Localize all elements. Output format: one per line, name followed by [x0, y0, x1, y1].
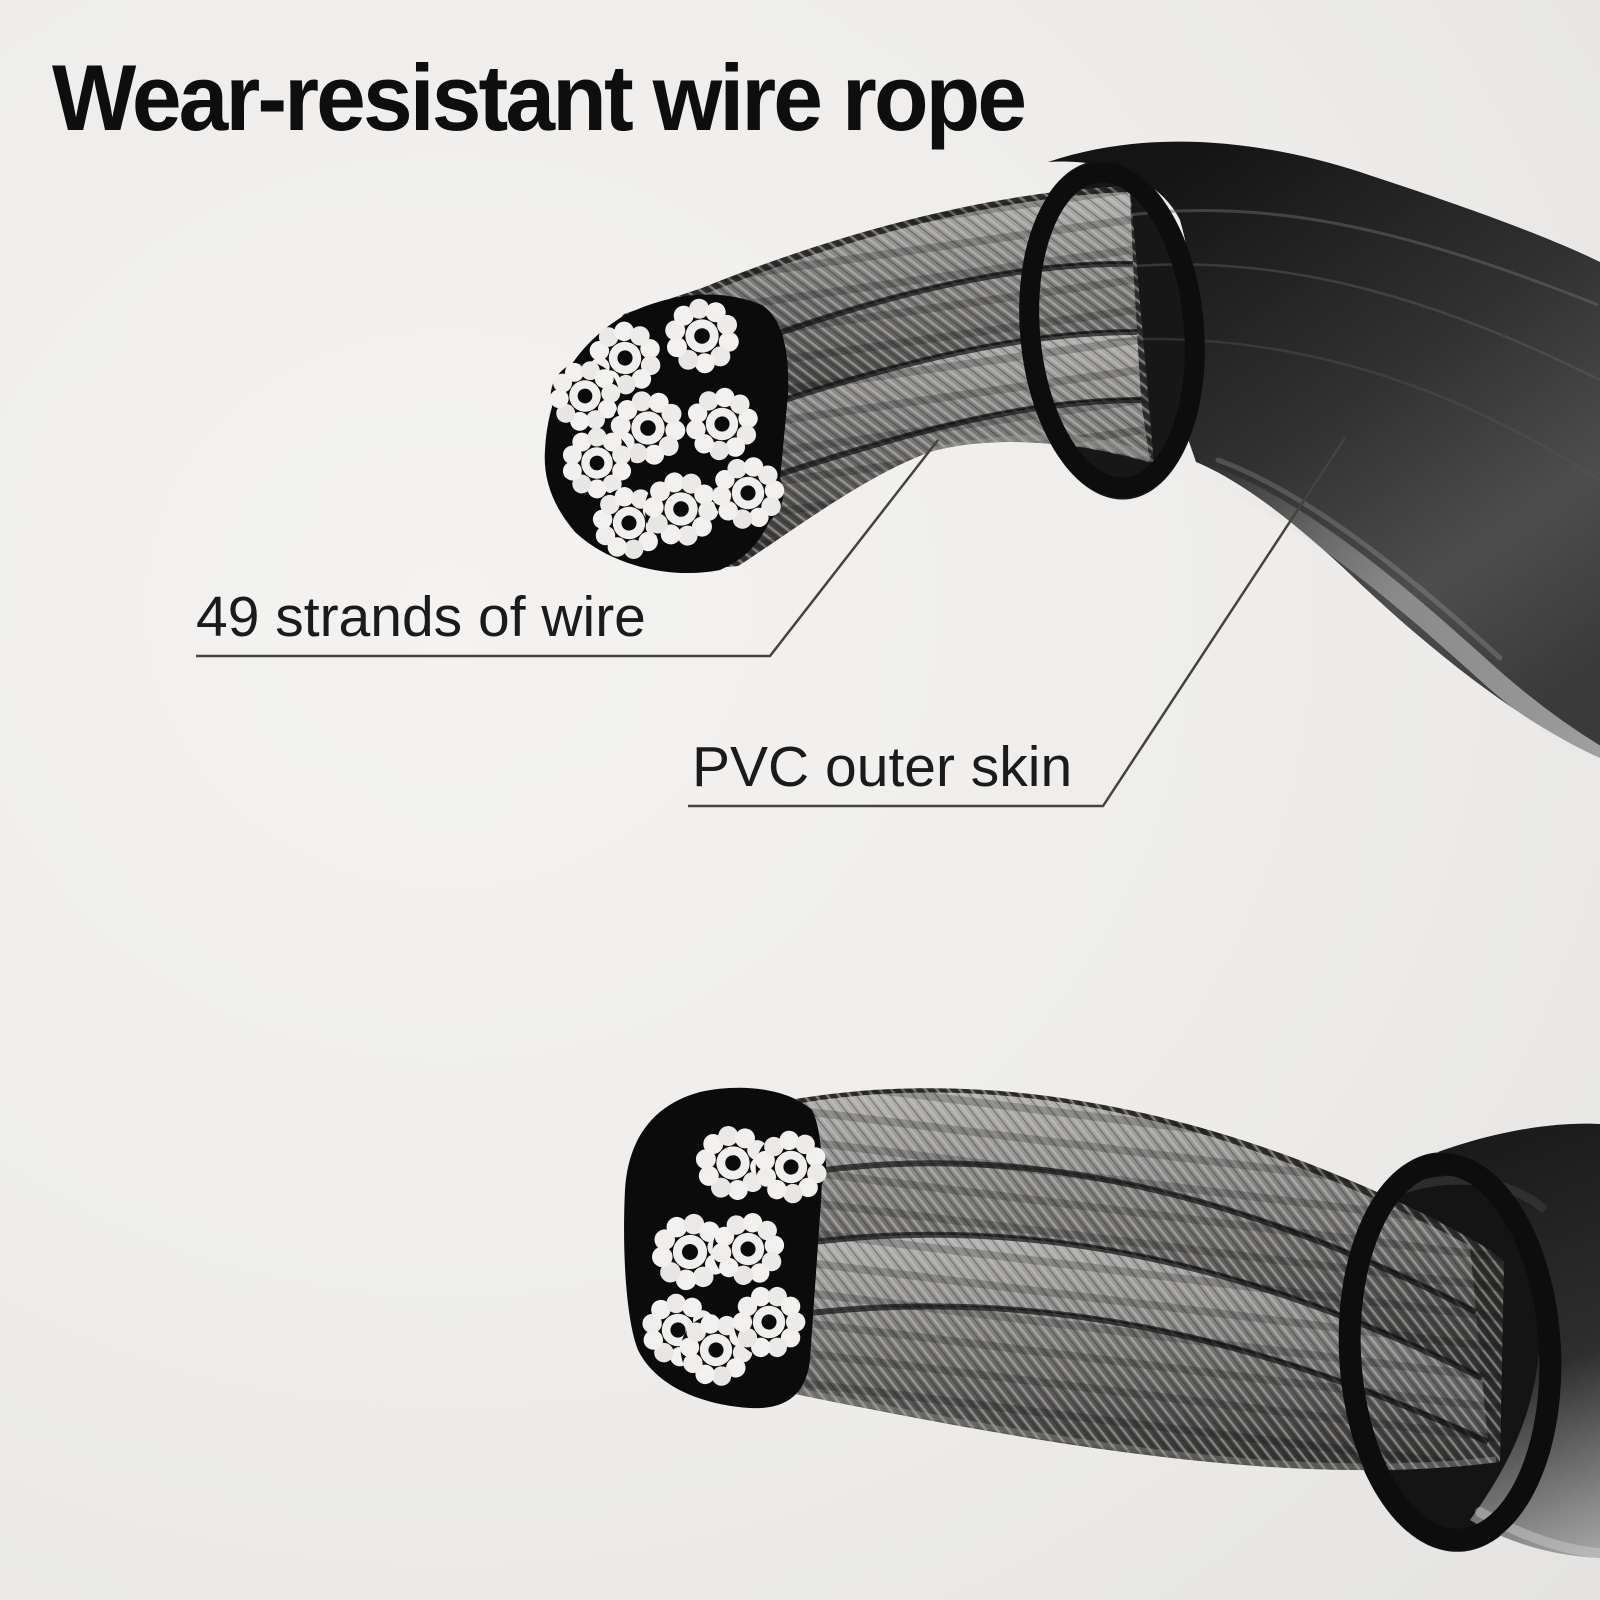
page-title: Wear-resistant wire rope: [52, 45, 1027, 150]
bottom-rope-cut-face: [624, 1087, 838, 1409]
callout-label-pvc-skin: PVC outer skin: [692, 735, 1073, 799]
callout-lines: [196, 437, 1347, 808]
pvc-tube-opening-rim-bottom: [1338, 1153, 1562, 1551]
pvc-tube-opening-rim-top: [1019, 162, 1205, 498]
pvc-gloss-highlight: [1198, 465, 1600, 766]
top-rope-cut-face: [537, 292, 789, 574]
callout-line-strands: [196, 439, 939, 658]
top-rope: [537, 141, 1600, 766]
bottom-rope: [624, 1087, 1600, 1558]
callout-label-strand-count: 49 strands of wire: [196, 585, 646, 649]
callout-line-pvc: [688, 437, 1347, 808]
bottom-rope-body: [790, 1088, 1504, 1471]
